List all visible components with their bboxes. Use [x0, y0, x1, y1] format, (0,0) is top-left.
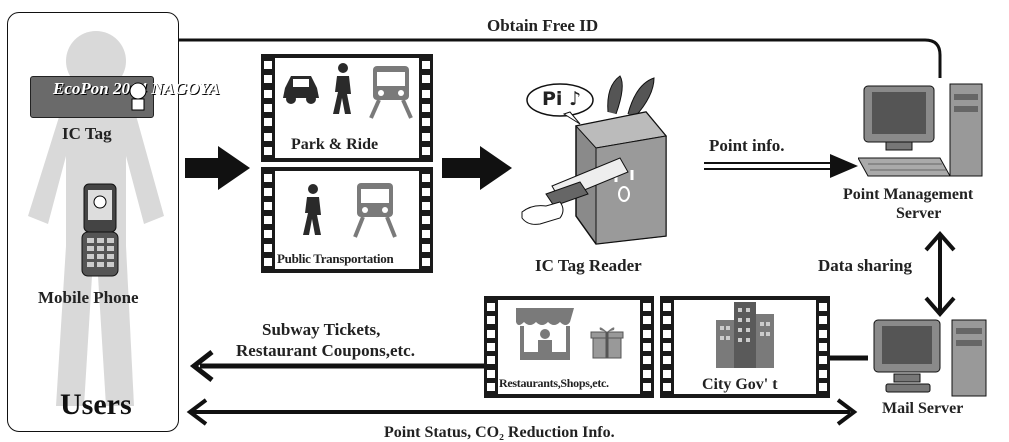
mobile-phone-icon	[81, 183, 119, 277]
point-mgmt-label-line1: Point Management	[843, 186, 974, 203]
city-gov-panel: City Gov' t	[660, 296, 830, 398]
speech-bubble	[526, 83, 594, 125]
obtain-id-line	[178, 38, 942, 78]
obtain-free-id-label: Obtain Free ID	[487, 16, 599, 35]
ic-tag-card: EcoPon 2004 NAGOYA	[30, 76, 220, 118]
arrow-to-transport	[185, 146, 250, 190]
point-info-label: Point info.	[709, 136, 785, 155]
restaurants-panel: Restaurants,Shops,etc.	[484, 296, 654, 398]
point-mgmt-label-line2: Server	[896, 205, 942, 222]
city-gov-label: City Gov' t	[702, 376, 778, 393]
mail-server-label: Mail Server	[882, 400, 964, 417]
point-info-arrowhead	[830, 154, 858, 178]
train-icon-2	[353, 183, 397, 238]
mobile-phone-label: Mobile Phone	[38, 288, 139, 307]
shop-icon	[516, 308, 574, 360]
car-icon	[283, 76, 319, 104]
public-transport-panel: Public Transportation	[261, 167, 433, 273]
rewards-label-line1: Subway Tickets,	[262, 320, 381, 339]
ic-tag-label: IC Tag	[62, 124, 112, 143]
gift-icon	[590, 327, 624, 359]
ic-tag-reader-icon	[521, 75, 667, 245]
point-management-server-icon	[858, 83, 983, 177]
walker-icon-2	[303, 184, 321, 235]
restaurants-label: Restaurants,Shops,etc.	[499, 376, 609, 390]
city-building-icon	[716, 302, 774, 368]
ic-tag-reader-label: IC Tag Reader	[535, 256, 642, 275]
walker-icon	[333, 63, 351, 114]
users-title: Users	[60, 388, 132, 421]
train-icon	[369, 66, 413, 119]
mail-server-icon	[873, 319, 987, 397]
public-transport-label: Public Transportation	[277, 251, 394, 266]
speech-bubble-text: Pi ♪	[542, 88, 582, 110]
rewards-label-line2: Restaurant Coupons,etc.	[236, 341, 415, 360]
data-sharing-label: Data sharing	[818, 256, 912, 275]
arrow-to-reader	[442, 146, 512, 190]
mascot-icon	[129, 82, 147, 111]
park-ride-panel: Park & Ride	[261, 54, 433, 162]
park-ride-label: Park & Ride	[291, 136, 379, 153]
point-status-label: Point Status, CO₂ Reduction Info.	[384, 424, 615, 441]
